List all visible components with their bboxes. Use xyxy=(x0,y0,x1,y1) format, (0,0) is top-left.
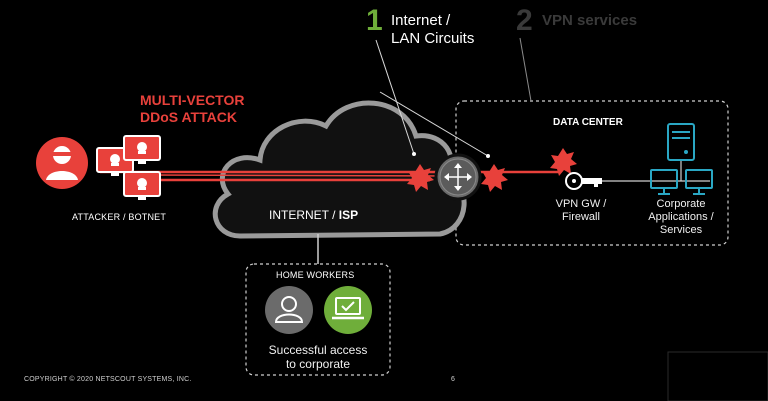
callout-line xyxy=(375,39,415,155)
slide-corner-box xyxy=(667,351,768,401)
cloud-label-prefix: INTERNET / xyxy=(269,208,339,222)
page-number: 6 xyxy=(451,376,456,383)
botnet-monitor-icon xyxy=(123,171,161,200)
person-icon xyxy=(265,286,313,334)
callout-line xyxy=(519,37,532,102)
vpn-label-line1: VPN GW / xyxy=(555,198,607,210)
botnet-monitor-icon xyxy=(123,135,161,164)
callout-dot xyxy=(412,152,416,156)
laptop-check-icon xyxy=(324,286,372,334)
monitor-icon xyxy=(685,169,713,195)
attack-burst-icon xyxy=(481,164,508,192)
attack-label-line1: MULTI-VECTOR xyxy=(140,92,245,108)
attack-traffic-line xyxy=(149,174,461,177)
monitor-icon xyxy=(650,169,678,195)
vpn-label-line2: Firewall xyxy=(562,211,600,223)
cloud-label-bold: ISP xyxy=(338,208,359,222)
attacker-label: ATTACKER / BOTNET xyxy=(72,212,167,222)
apps-label-line3: Services xyxy=(659,224,703,236)
home-caption-line1: Successful access xyxy=(268,343,368,357)
step-2-label: VPN services xyxy=(542,12,638,29)
home-caption-line2: to corporate xyxy=(285,357,351,371)
cloud-label: INTERNET / ISP xyxy=(269,208,358,222)
apps-label-line1: Corporate xyxy=(656,198,706,210)
home-workers-title: HOME WORKERS xyxy=(276,270,355,280)
callout-dot xyxy=(486,154,490,158)
attack-label: MULTI-VECTOR DDoS ATTACK xyxy=(140,92,244,126)
data-center-box xyxy=(455,100,729,246)
step-2-number: 2 xyxy=(516,4,533,37)
router-icon xyxy=(434,153,482,201)
home-workers-caption: Successful access to corporate xyxy=(248,343,388,371)
attack-label-line2: DDoS ATTACK xyxy=(140,109,237,125)
callout-line xyxy=(379,91,489,157)
step-1-label-line1: Internet / xyxy=(391,12,451,29)
apps-label-line2: Applications / xyxy=(648,211,714,223)
step-1-label-line2: LAN Circuits xyxy=(391,30,475,47)
attack-burst-icon xyxy=(407,164,434,192)
server-icon xyxy=(667,123,695,161)
step-1-number: 1 xyxy=(366,4,383,37)
key-icon xyxy=(565,172,602,190)
corporate-apps-label: Corporate Applications / Services xyxy=(638,198,724,237)
attack-burst-icon xyxy=(550,148,577,176)
data-center-title: DATA CENTER xyxy=(553,117,623,128)
copyright-text: COPYRIGHT © 2020 NETSCOUT SYSTEMS, INC. xyxy=(24,376,192,383)
vpn-gateway-label: VPN GW / Firewall xyxy=(543,198,619,224)
attacker-icon xyxy=(36,137,88,189)
step-1-label: Internet / LAN Circuits xyxy=(391,12,474,48)
home-workers-box xyxy=(245,263,391,376)
